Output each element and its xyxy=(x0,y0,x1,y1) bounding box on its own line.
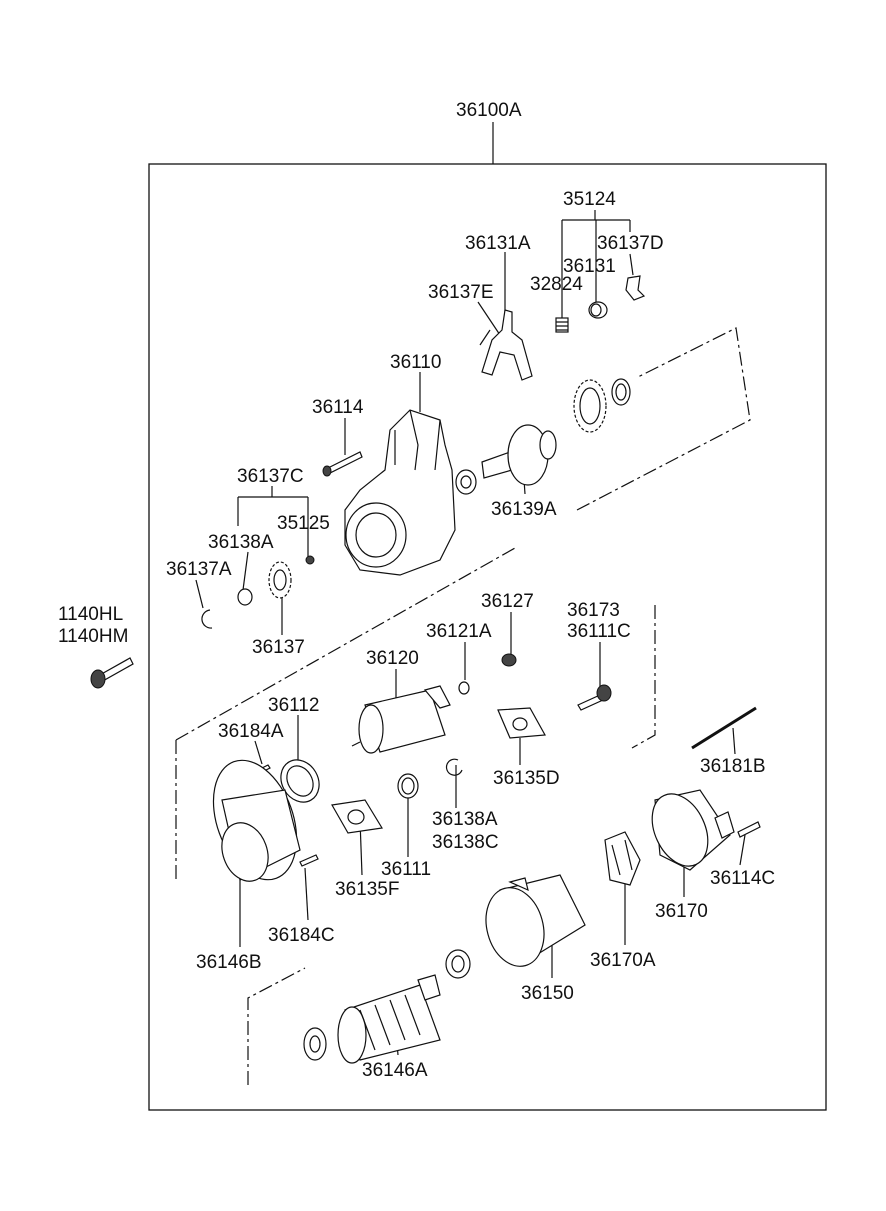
label-36131A: 36131A xyxy=(465,233,531,254)
label-36146B: 36146B xyxy=(196,952,262,973)
label-32824: 32824 xyxy=(530,274,583,295)
label-36135F: 36135F xyxy=(335,879,399,900)
label-36184A: 36184A xyxy=(218,721,284,742)
plate-36135D xyxy=(497,707,546,739)
label-36131: 36131 xyxy=(563,256,616,277)
axis-right xyxy=(631,605,656,749)
solenoid-36120 xyxy=(351,685,451,754)
label-36146A: 36146A xyxy=(362,1060,428,1081)
label-36170: 36170 xyxy=(655,901,708,922)
axis-bottom xyxy=(247,967,306,1085)
label-35125: 35125 xyxy=(277,513,330,534)
spring xyxy=(555,317,569,333)
assembly-frame xyxy=(148,163,827,1111)
screw-36114C xyxy=(737,821,761,838)
label-36137D: 36137D xyxy=(597,233,664,254)
label-36111C: 36111C xyxy=(567,621,631,642)
armature-36146A xyxy=(337,974,441,1064)
label-36170A: 36170A xyxy=(590,950,656,971)
bolt-1140 xyxy=(90,657,134,689)
label-36114C: 36114C xyxy=(710,868,775,889)
bolt-36114 xyxy=(322,451,363,477)
screw-36173 xyxy=(577,684,612,711)
yoke-36150 xyxy=(485,874,586,967)
planetary-shaft xyxy=(481,424,557,486)
front-housing xyxy=(344,409,456,576)
bearing-36146A xyxy=(445,949,471,979)
rod-36181B xyxy=(691,706,757,750)
clip-36137D xyxy=(625,275,646,301)
clip-36138A xyxy=(445,758,463,776)
label-36139A: 36139A xyxy=(491,499,557,520)
nut-36127 xyxy=(501,653,517,667)
label-36121A: 36121A xyxy=(426,621,492,642)
label-35124: 35124 xyxy=(563,189,616,210)
axis-top xyxy=(576,327,751,511)
pin-36184C xyxy=(299,854,319,867)
washer-36121A xyxy=(458,681,470,695)
label-36110: 36110 xyxy=(390,352,441,373)
ring-36111 xyxy=(397,773,419,799)
label-36127: 36127 xyxy=(481,591,534,612)
brush-holder-36170A xyxy=(604,831,641,886)
rear-housing-36146B xyxy=(212,759,301,882)
label-36137A: 36137A xyxy=(166,559,232,580)
bearing-small xyxy=(455,469,477,495)
label-assembly: 36100A xyxy=(456,100,522,121)
spring-36131 xyxy=(588,301,608,319)
label-36181B: 36181B xyxy=(700,756,766,777)
label-36137E: 36137E xyxy=(428,282,494,303)
part-labels: 36100A 35124 36131A 36137D 36131 36137E … xyxy=(58,100,775,1081)
label-36135D: 36135D xyxy=(493,768,560,789)
label-36112: 36112 xyxy=(268,695,319,716)
label-1140HL: 1140HL xyxy=(58,604,123,625)
label-36114: 36114 xyxy=(312,397,364,418)
label-36184C: 36184C xyxy=(268,925,335,946)
label-36111: 36111 xyxy=(381,859,431,880)
washer-top xyxy=(611,378,631,406)
label-36120: 36120 xyxy=(366,648,419,669)
label-36138C: 36138C xyxy=(432,832,499,853)
axis-middle xyxy=(175,547,516,880)
label-36138A: 36138A xyxy=(432,809,498,830)
label-1140HM: 1140HM xyxy=(58,626,128,647)
label-36137: 36137 xyxy=(252,637,305,658)
plate-36135F xyxy=(331,799,383,834)
label-36150: 36150 xyxy=(521,983,574,1004)
ring-36112 xyxy=(280,759,320,803)
label-36138A-top: 36138A xyxy=(208,532,274,553)
shift-lever xyxy=(479,309,533,381)
label-36173: 36173 xyxy=(567,600,620,621)
gear-top xyxy=(573,379,607,433)
label-36137C: 36137C xyxy=(237,466,304,487)
washer-bottom xyxy=(303,1027,327,1061)
rear-cover-36170 xyxy=(651,789,735,871)
small-parts-left xyxy=(201,555,315,629)
